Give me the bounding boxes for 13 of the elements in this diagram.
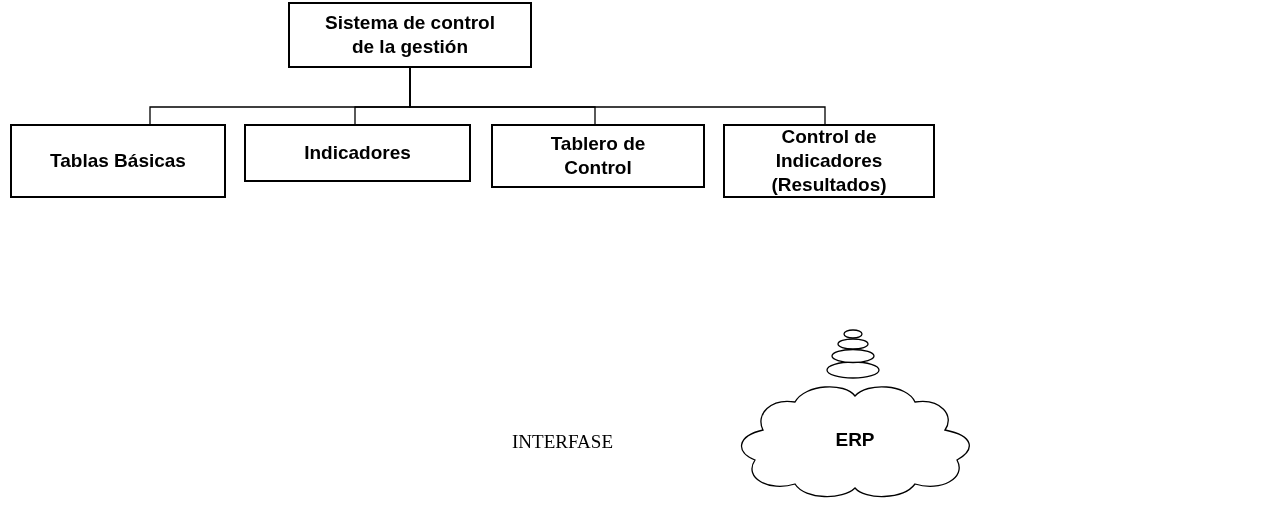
module-box (244, 124, 471, 182)
connector-line (409, 67, 826, 125)
module-box (288, 2, 532, 68)
box-text: Sistema de control de la gestión (324, 11, 496, 59)
box-text: Control de Indicadores (Resultados) (770, 125, 888, 197)
box-text: Tablero de Control (549, 132, 647, 180)
box-text: Indicadores (304, 141, 411, 165)
module-box (10, 124, 226, 198)
cloud-text: ERP (835, 428, 875, 452)
module-box (723, 124, 935, 198)
box-text: Tablas Básicas (50, 149, 186, 173)
module-box (491, 124, 705, 188)
interface-label: INTERFASE (512, 430, 613, 454)
